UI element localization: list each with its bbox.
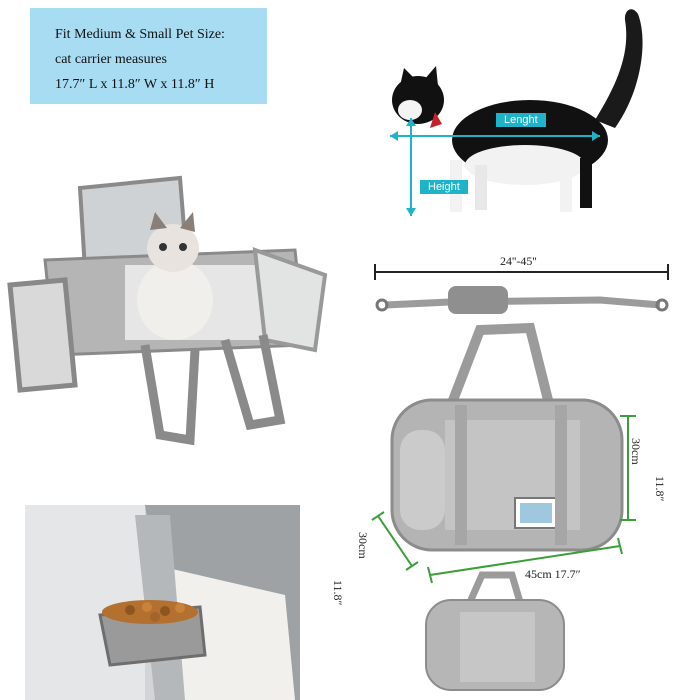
carrier-length-label: 45cm 17.7″ — [525, 567, 581, 581]
closed-carrier-illustration — [371, 322, 636, 584]
carrier-length-guide — [429, 545, 621, 576]
small-carrier-thumbnail — [425, 571, 565, 691]
shoulder-strap-illustration — [374, 264, 669, 314]
carrier-interior-bowl-photo — [25, 505, 300, 700]
cat-length-label: Lenght — [496, 113, 546, 127]
info-line-dimensions: 17.7″ L x 11.8″ W x 11.8″ H — [55, 77, 215, 92]
carrier-height-in: 11.8″ — [653, 476, 667, 502]
carrier-width-guide — [377, 515, 413, 567]
carrier-width-in: 11.8″ — [331, 580, 345, 606]
info-box: Fit Medium & Small Pet Size: cat carrier… — [30, 8, 267, 104]
cat-height-label: Height — [420, 180, 468, 194]
info-line-size: Fit Medium & Small Pet Size: — [55, 27, 225, 42]
info-line-measures: cat carrier measures — [55, 52, 167, 67]
open-carrier-with-cat-photo — [7, 175, 328, 446]
carrier-height-cm: 30cm — [629, 438, 643, 465]
strap-length-label: 24''-45'' — [500, 254, 537, 268]
carrier-width-cm: 30cm — [356, 532, 370, 559]
